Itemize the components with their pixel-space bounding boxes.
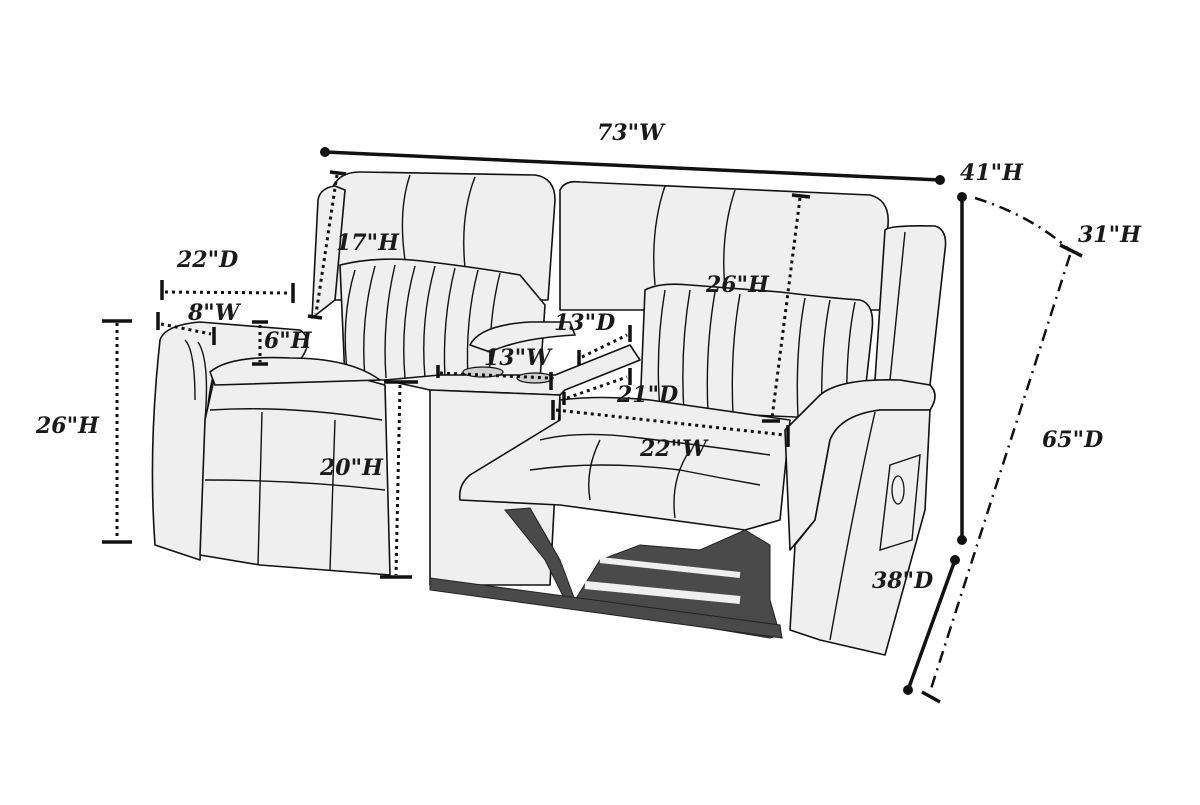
label-seat-width: 22"W xyxy=(639,436,709,462)
label-arm-width: 8"W xyxy=(187,300,242,326)
label-reclined-height: 31"H xyxy=(1078,222,1142,248)
label-left-back-height: 17"H xyxy=(336,230,400,256)
label-arm-height-above-seat: 6"H xyxy=(264,328,313,354)
dimension-lines xyxy=(102,147,1083,704)
label-right-back-height: 26"H xyxy=(705,272,770,298)
label-arm-depth: 22"D xyxy=(176,247,238,273)
label-arm-height: 26"H xyxy=(35,413,100,439)
label-overall-width: 73"W xyxy=(597,120,666,146)
label-seat-depth: 21"D xyxy=(616,382,678,408)
loveseat-drawing xyxy=(151,171,947,656)
label-seat-height: 20"H xyxy=(319,455,384,481)
label-overall-depth: 38"D xyxy=(872,568,933,594)
dimension-labels: 73"W 41"H 31"H 65"D 38"D 17"H 22"D 8"W 6… xyxy=(35,120,1142,594)
label-console-width: 13"W xyxy=(484,345,553,371)
label-console-depth: 13"D xyxy=(554,310,615,336)
label-overall-height: 41"H xyxy=(960,160,1024,186)
label-reclined-depth: 65"D xyxy=(1042,427,1103,453)
